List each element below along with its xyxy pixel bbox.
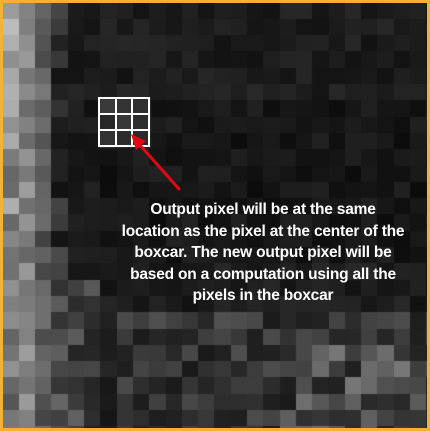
boxcar-cell <box>132 114 149 130</box>
boxcar-center-cell <box>115 114 133 130</box>
pixelated-image <box>3 3 427 428</box>
boxcar-cell <box>99 130 116 146</box>
boxcar-cell <box>115 130 133 146</box>
boxcar-cell <box>115 98 133 114</box>
caption-text: Output pixel will be at the same locatio… <box>121 201 405 304</box>
boxcar-3x3-window <box>98 97 150 147</box>
boxcar-cell <box>132 98 149 114</box>
boxcar-cell <box>132 130 149 146</box>
boxcar-cell <box>99 98 116 114</box>
boxcar-cell <box>99 114 116 130</box>
